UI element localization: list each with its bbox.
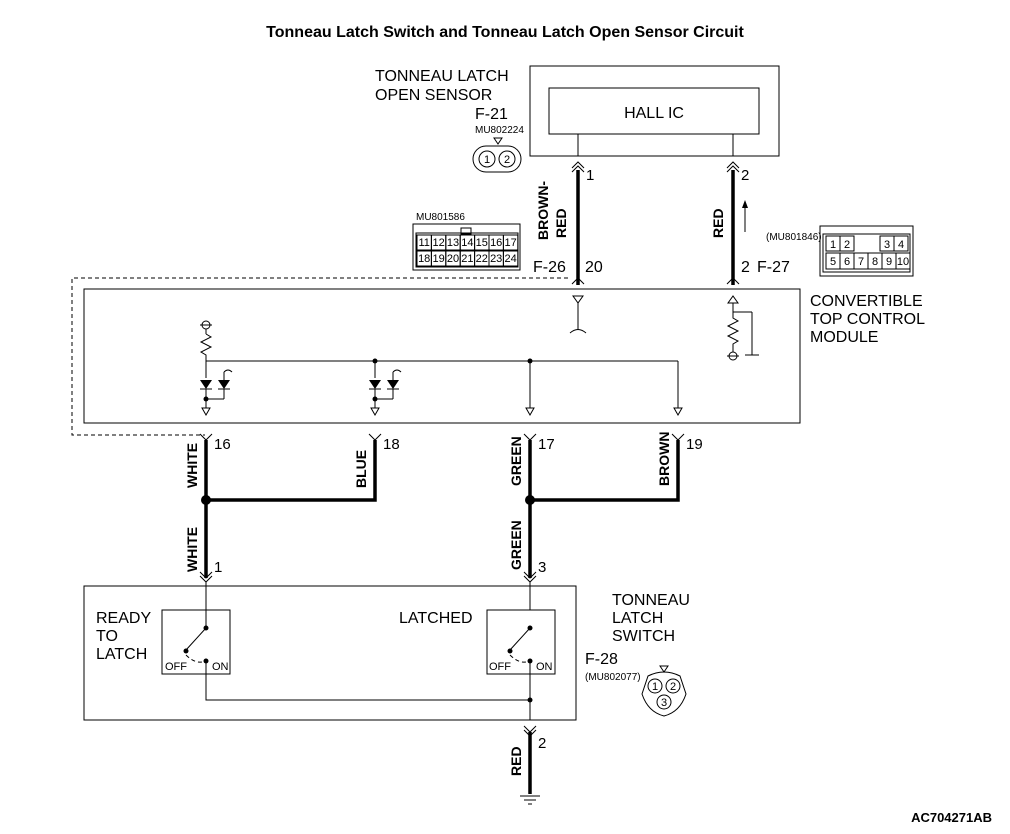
switch-common-line — [205, 674, 530, 701]
connector-pin-label: 6 — [844, 256, 850, 268]
svg-text:ON: ON — [536, 661, 553, 673]
switch-right-label: LATCHED — [399, 610, 473, 627]
sensor-connector-id: F-21 — [475, 106, 508, 123]
connector-pin-label: 1 — [830, 239, 836, 251]
switch-connector-icon: 1 2 3 — [641, 665, 687, 717]
sensor-name-line1: TONNEAU LATCH — [375, 68, 509, 85]
svg-text:(MU801846): (MU801846) — [766, 232, 822, 243]
connector-pin-label: 14 — [461, 237, 473, 249]
module-pin16-label: 16 — [214, 436, 231, 453]
wire-label-green-upper: GREEN — [508, 436, 524, 486]
wire-label-red-suffix: RED — [553, 208, 569, 238]
connector-pin-label: 21 — [461, 253, 473, 265]
svg-text:MU801586: MU801586 — [416, 212, 465, 223]
switch-left-label-line2: TO — [96, 628, 118, 645]
splice-white — [201, 495, 211, 505]
connector-pin-label: 24 — [504, 253, 516, 265]
hall-ic-box — [548, 87, 760, 135]
hall-ic-label: HALL IC — [624, 105, 684, 122]
module-name-line3: MODULE — [810, 329, 878, 346]
module-name-line2: TOP CONTROL — [810, 311, 925, 328]
connector-pin-label: 13 — [447, 237, 459, 249]
connector-pin-label: 10 — [897, 256, 909, 268]
svg-text:OFF: OFF — [165, 661, 187, 673]
connector-pin-label: 20 — [447, 253, 459, 265]
splice-green — [525, 495, 535, 505]
diagram-title: Tonneau Latch Switch and Tonneau Latch O… — [266, 24, 744, 41]
switch-latched: OFF ON — [486, 609, 556, 675]
figure-code: AC704271AB — [911, 810, 992, 825]
connector-pin-label: 15 — [476, 237, 488, 249]
connector-pin-label: 16 — [490, 237, 502, 249]
switch-name-line1: TONNEAU — [612, 592, 690, 609]
switch-left-label-line1: READY — [96, 610, 151, 627]
wire-blue — [206, 440, 377, 502]
ground-pin-label: 2 — [538, 735, 546, 752]
module-box — [83, 288, 801, 424]
module-dashed-boundary — [71, 277, 568, 436]
module-pin18-label: 18 — [383, 436, 400, 453]
switch-left-label-line3: LATCH — [96, 646, 147, 663]
connector-pin-label: 5 — [830, 256, 836, 268]
connector-pin-label: 2 — [844, 239, 850, 251]
wire-label-red-upper: RED — [710, 208, 726, 238]
switch-pin1-label: 1 — [214, 559, 222, 576]
module-connector-f27: F-27 — [757, 259, 790, 276]
switch-name-line3: SWITCH — [612, 628, 675, 645]
connector-pin-label: 8 — [872, 256, 878, 268]
connector-pin-label: 12 — [432, 237, 444, 249]
svg-text:1: 1 — [652, 681, 658, 693]
svg-text:ON: ON — [212, 661, 229, 673]
ground-icon — [520, 795, 540, 805]
sensor-pin1-label: 1 — [586, 167, 594, 184]
sensor-part-number: MU802224 — [475, 125, 524, 136]
connector-pin-label: 23 — [490, 253, 502, 265]
connector-pin-label: 3 — [884, 239, 890, 251]
wire-label-blue: BLUE — [353, 450, 369, 488]
connector-pin-label: 9 — [886, 256, 892, 268]
connector-pin-label: 7 — [858, 256, 864, 268]
svg-text:1: 1 — [484, 154, 490, 166]
sensor-pin2-label: 2 — [741, 167, 749, 184]
connector-pin-label: 17 — [504, 237, 516, 249]
connector-pin-label: 19 — [432, 253, 444, 265]
sensor-name-line2: OPEN SENSOR — [375, 87, 492, 104]
wire-label-brown: BROWN- — [535, 181, 551, 240]
connector-pin-label: 4 — [898, 239, 904, 251]
svg-text:2: 2 — [504, 154, 510, 166]
sensor-connector-icon: 1 2 — [472, 137, 522, 173]
module-pin19-label: 19 — [686, 436, 703, 453]
switch-box — [83, 585, 577, 721]
svg-text:2: 2 — [670, 681, 676, 693]
module-lower-chevrons — [199, 433, 685, 441]
svg-text:3: 3 — [661, 697, 667, 709]
module-pin17-label: 17 — [538, 436, 555, 453]
connector-pin-label: 18 — [418, 253, 430, 265]
switch-part-number: (MU802077) — [585, 672, 641, 683]
svg-text:OFF: OFF — [489, 661, 511, 673]
connector-pin-label: 22 — [476, 253, 488, 265]
wire-label-white-upper: WHITE — [184, 443, 200, 488]
wire-label-brown: BROWN — [656, 432, 672, 486]
wire-label-white-lower: WHITE — [184, 527, 200, 572]
wire-label-green-lower: GREEN — [508, 520, 524, 570]
module-pin2-label: 2 — [741, 259, 750, 276]
module-connector-f26: F-26 — [533, 259, 566, 276]
sensor-box — [529, 65, 780, 157]
switch-connector-id: F-28 — [585, 651, 618, 668]
switch-ready-to-latch: OFF ON — [161, 609, 231, 675]
wire-label-red-lower: RED — [508, 746, 524, 776]
module-pin20-label: 20 — [585, 259, 603, 276]
switch-name-line2: LATCH — [612, 610, 663, 627]
switch-pin3-label: 3 — [538, 559, 546, 576]
module-name-line1: CONVERTIBLE — [810, 293, 923, 310]
wire-brown — [530, 440, 680, 502]
connector-pin-label: 11 — [418, 237, 429, 249]
